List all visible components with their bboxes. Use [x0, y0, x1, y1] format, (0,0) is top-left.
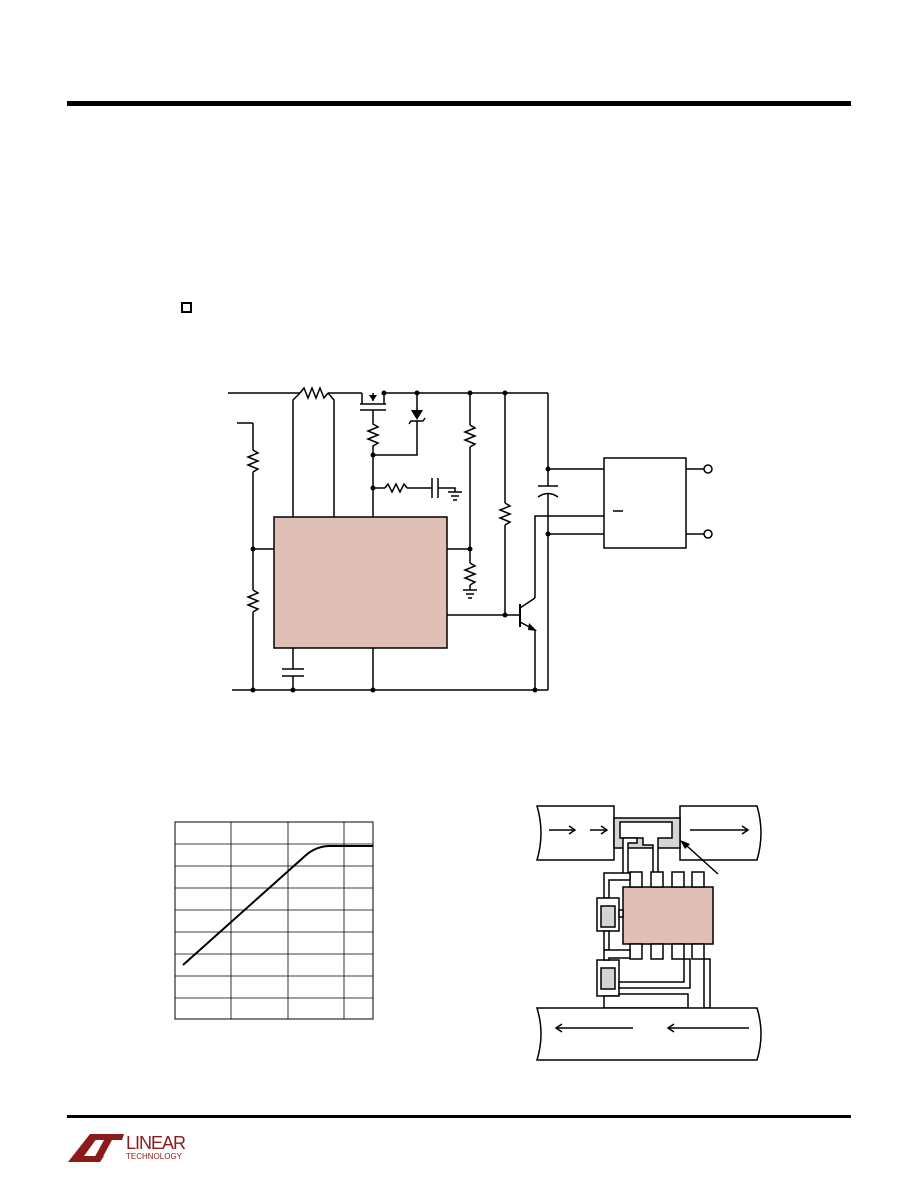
application-schematic — [228, 385, 713, 693]
pcb-layout — [535, 805, 762, 1061]
lt-logo-icon — [68, 1134, 124, 1162]
zener-diode — [373, 393, 426, 456]
mosfet — [360, 393, 386, 420]
linear-technology-logo: LINEAR TECHNOLOGY — [66, 1130, 196, 1170]
feature-bullet-icon — [181, 302, 192, 313]
characteristic-graph — [174, 821, 374, 1020]
footer-rule — [67, 1115, 851, 1118]
output-module — [603, 457, 687, 549]
header-rule — [67, 101, 851, 106]
logo-word: LINEAR — [126, 1133, 186, 1153]
logo-subword: TECHNOLOGY — [126, 1152, 183, 1161]
cap-pad-top — [600, 905, 616, 928]
cap-pad-bottom — [600, 967, 616, 990]
graph-curve — [182, 845, 373, 966]
gate-resistor — [365, 420, 381, 517]
sense-resistor — [299, 385, 329, 401]
controller-ic — [273, 516, 448, 649]
npn-transistor — [519, 515, 604, 690]
pcb-ic — [622, 886, 714, 945]
